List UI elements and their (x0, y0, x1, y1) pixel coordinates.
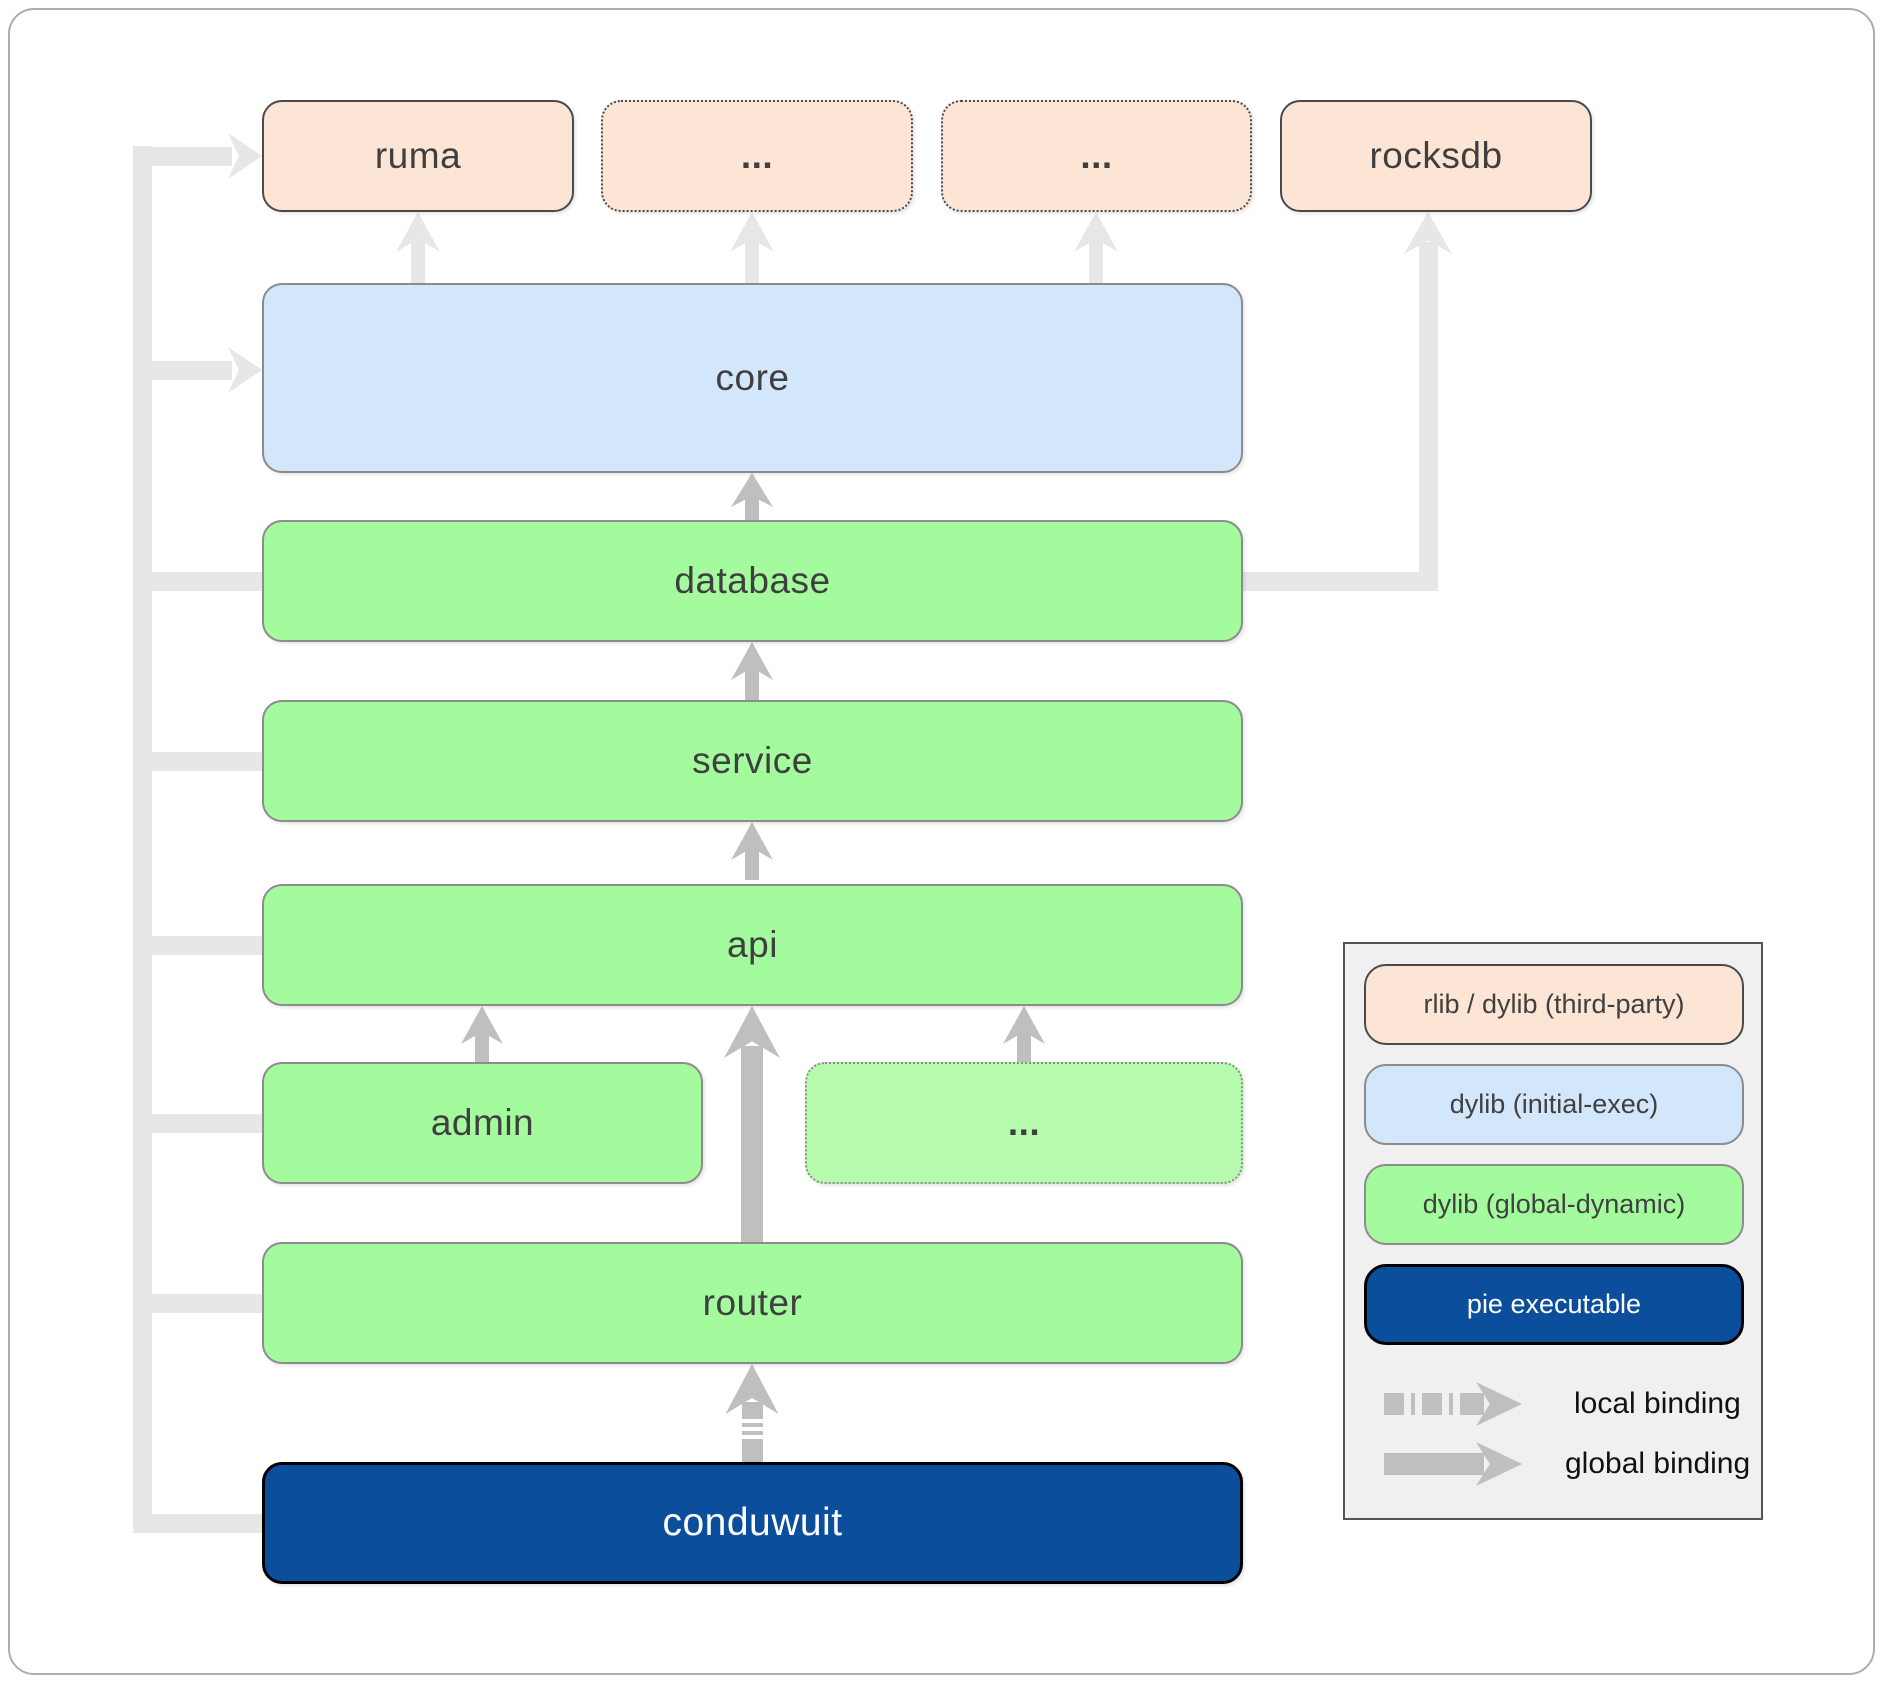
arrow-core-to-etc-1 (730, 212, 774, 283)
connector-arrowhead-ruma (228, 133, 262, 179)
node-database-label: database (674, 560, 831, 601)
connector-branch-service (150, 752, 262, 771)
arrow-etc-to-api (1003, 1006, 1045, 1062)
global-binding-label: global binding (1565, 1447, 1751, 1480)
node-api: api (262, 884, 1243, 1006)
node-conduwuit-label: conduwuit (662, 1501, 843, 1544)
arrow-service-to-database-stem (745, 668, 759, 700)
node-core-label: core (715, 357, 790, 398)
arrow-api-to-service-stem (745, 848, 759, 880)
node-etc-top-2: ... (941, 100, 1252, 212)
connector-branch-api (150, 936, 262, 955)
node-admin: admin (262, 1062, 703, 1184)
legend-item-third_party: rlib / dylib (third-party) (1364, 964, 1744, 1045)
node-router-label: router (702, 1282, 803, 1323)
local-binding-arrow-stem (1384, 1393, 1484, 1415)
arrow-service-to-database (731, 642, 773, 700)
node-etc-top-1-label: ... (740, 135, 774, 176)
node-service-label: service (692, 740, 813, 781)
node-database: database (262, 520, 1243, 642)
arrow-router-to-api (724, 1006, 780, 1242)
connector-vertical (133, 146, 152, 1533)
connector-branch-admin (150, 1114, 262, 1133)
connector-arrowhead-core (228, 347, 262, 393)
arrow-etc-to-api-stem (1017, 1032, 1031, 1062)
arrow-core-to-etc-2 (1074, 212, 1118, 283)
legend-panel: rlib / dylib (third-party) dylib (initial… (1343, 942, 1763, 1520)
legend-item-global_dynamic: dylib (global-dynamic) (1364, 1164, 1744, 1245)
node-rocksdb-label: rocksdb (1369, 135, 1503, 176)
node-etc-mid-label: ... (1007, 1102, 1041, 1143)
arrow-core-to-ruma-stem (411, 240, 425, 283)
arrow-router-to-api-stem (741, 1046, 763, 1242)
node-ruma-label: ruma (374, 135, 462, 176)
arrow-database-to-rocksdb (1404, 212, 1452, 590)
elbow-database-rocksdb-horizontal (1243, 572, 1438, 591)
arrow-admin-to-api (461, 1006, 503, 1062)
node-etc-mid: ... (805, 1062, 1243, 1184)
connector-branch-database (150, 572, 262, 591)
connector-branch-ruma (150, 147, 232, 166)
connector-branch-router (150, 1294, 262, 1313)
global-binding-arrow (1384, 1442, 1522, 1486)
global-binding-arrow-stem (1384, 1453, 1484, 1475)
node-etc-top-1: ... (601, 100, 913, 212)
node-admin-label: admin (430, 1102, 535, 1143)
arrow-conduwuit-to-router-stem (741, 1402, 763, 1462)
local-binding-label: local binding (1574, 1387, 1741, 1420)
node-service: service (262, 700, 1243, 822)
node-router: router (262, 1242, 1243, 1364)
arrow-core-to-etc-2-stem (1089, 240, 1103, 283)
arrow-database-to-core-stem (745, 495, 759, 520)
arrow-database-to-rocksdb-stem (1418, 242, 1438, 590)
legend-item-initial_exec: dylib (initial-exec) (1364, 1064, 1744, 1145)
legend-item-pie: pie executable (1364, 1264, 1744, 1345)
node-ruma: ruma (262, 100, 574, 212)
arrow-database-to-core (731, 473, 773, 520)
node-conduwuit: conduwuit (262, 1462, 1243, 1584)
node-rocksdb: rocksdb (1280, 100, 1592, 212)
node-etc-top-2-label: ... (1080, 135, 1113, 176)
arrow-core-to-etc-1-stem (745, 240, 759, 283)
arrow-core-to-ruma (396, 212, 440, 283)
arrow-api-to-service (731, 822, 773, 880)
node-core: core (262, 283, 1243, 473)
arrow-conduwuit-to-router (725, 1364, 779, 1462)
connector-branch-core (150, 361, 232, 380)
arrow-admin-to-api-stem (475, 1032, 489, 1062)
node-api-label: api (727, 924, 778, 965)
local-binding-arrow (1384, 1382, 1522, 1426)
connector-branch-conduwuit (150, 1514, 262, 1533)
